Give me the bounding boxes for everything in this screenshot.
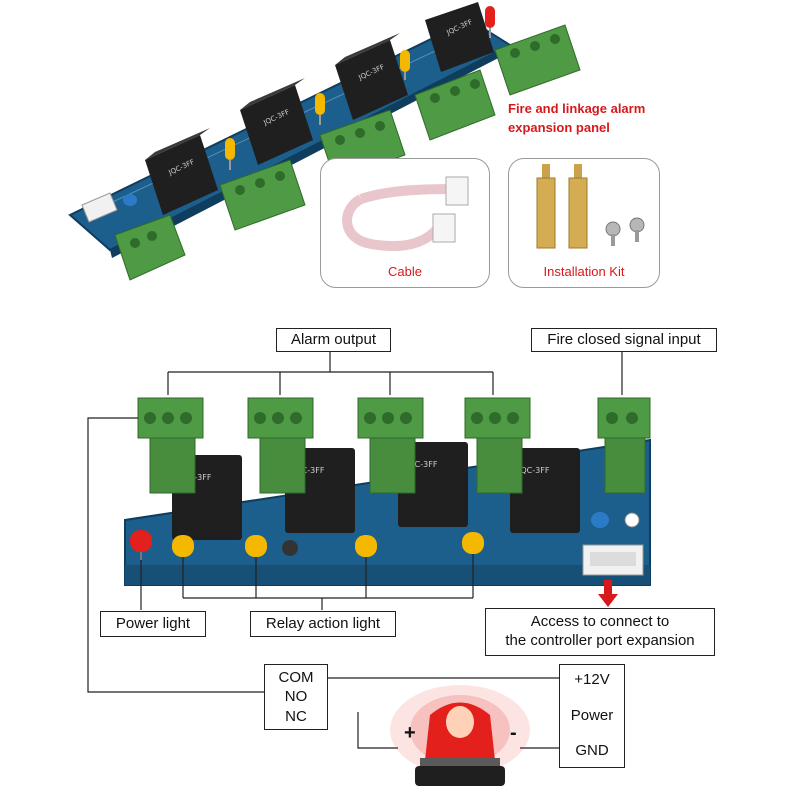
mounting-hole <box>624 512 640 528</box>
top-led-yellow-3 <box>400 50 410 80</box>
port-expansion-line1: Access to connect to <box>530 613 670 631</box>
board-caption: Fire and linkage alarm expansion panel <box>508 100 645 138</box>
power-light-label: Power light <box>100 611 206 637</box>
svg-text:JQC-3FF: JQC-3FF <box>405 460 438 469</box>
kit-illustration <box>536 164 645 249</box>
kit-label: Installation Kit <box>543 264 625 279</box>
com-terminal-label: COM <box>278 668 314 686</box>
relay-led-1 <box>172 535 194 557</box>
relay-led-4 <box>462 532 484 554</box>
light-bracket <box>140 554 474 610</box>
power-label: Power <box>570 706 614 724</box>
svg-text:JQC-3FF: JQC-3FF <box>517 466 550 475</box>
terminal-block-3 <box>357 397 424 494</box>
power-wires <box>328 677 559 749</box>
relay-led-2 <box>245 535 267 557</box>
power-terminal-box: +12V Power GND <box>559 664 625 768</box>
alarm-output-label: Alarm output <box>276 328 391 352</box>
electrolytic-capacitor <box>282 540 298 556</box>
capacitor <box>591 512 609 528</box>
board-caption-line1: Fire and linkage alarm <box>508 101 646 116</box>
relay-led-3 <box>355 535 377 557</box>
no-terminal-label: NO <box>284 688 308 706</box>
relay-4: JQC-3FF <box>510 448 580 533</box>
red-arrow-icon <box>598 580 618 607</box>
alarm-output-bracket <box>167 350 494 395</box>
relay-action-light-label: Relay action light <box>250 611 396 637</box>
board-caption-line2: expansion panel <box>508 119 610 135</box>
top-led-red <box>485 6 495 38</box>
svg-text:JQC-3FF: JQC-3FF <box>292 466 325 475</box>
siren-minus-sign: - <box>510 722 517 744</box>
top-relay-4: JQC-3FF <box>425 2 494 72</box>
top-led-yellow-2 <box>315 93 325 125</box>
fire-signal-input-label: Fire closed signal input <box>531 328 717 352</box>
screw-2 <box>629 217 645 242</box>
standoff-2 <box>568 164 588 249</box>
top-board-illustration: JQC-3FF JQC-3FF JQC-3FF JQC-3FF <box>68 2 581 281</box>
terminal-block-4 <box>464 397 531 494</box>
top-led-yellow-1 <box>225 138 235 170</box>
terminal-block-1 <box>137 397 204 494</box>
standoff-1 <box>536 164 556 249</box>
cable-label: Cable <box>388 264 422 279</box>
terminal-block-2 <box>247 397 314 494</box>
top-relay-3: JQC-3FF <box>335 33 408 120</box>
top-capacitor <box>123 194 137 206</box>
top-terminal-4 <box>414 69 496 141</box>
terminal-block-input <box>597 397 651 494</box>
kit-inset: Installation Kit <box>508 158 660 288</box>
cable-illustration <box>342 176 469 252</box>
siren-illustration <box>390 685 530 786</box>
siren-plus-sign: + <box>404 722 416 744</box>
top-terminal-2 <box>219 159 306 231</box>
top-connector <box>81 192 118 223</box>
top-relay-1: JQC-3FF <box>145 128 218 215</box>
top-relay-2: JQC-3FF <box>240 78 313 165</box>
port-expansion-label: Access to connect to the controller port… <box>485 608 715 656</box>
plus12v-label: +12V <box>574 671 610 688</box>
relay-terminal-box: COM NO NC <box>264 664 328 730</box>
power-led <box>130 530 152 560</box>
top-terminal-1 <box>114 214 186 281</box>
port-expansion-line2: the controller port expansion <box>505 632 695 649</box>
cable-inset: Cable <box>320 158 490 288</box>
com-wire <box>87 417 264 693</box>
gnd-label: GND <box>575 742 609 760</box>
nc-terminal-label: NC <box>285 707 307 725</box>
expansion-connector <box>582 544 644 576</box>
screw-1 <box>605 221 621 246</box>
top-terminal-5 <box>494 24 581 96</box>
